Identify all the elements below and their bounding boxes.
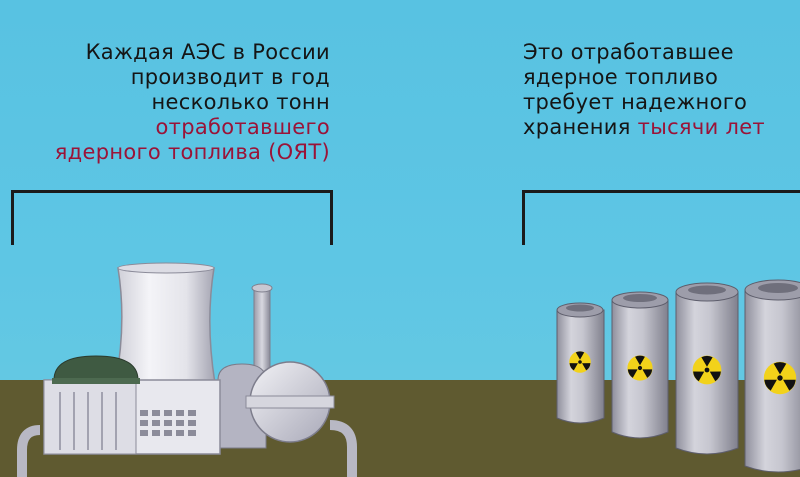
pipe-left — [17, 425, 41, 477]
chimney — [253, 287, 271, 379]
right-caption-line-4: хранения тысячи лет — [523, 115, 765, 140]
hall-wing — [43, 379, 137, 455]
dome-base — [52, 378, 140, 384]
right-caption-line-2: ядерное топливо — [523, 65, 719, 89]
nuclear-power-plant-icon — [17, 262, 357, 477]
sphere-band — [245, 395, 335, 409]
left-caption-line-2: производит в год — [130, 65, 330, 89]
left-caption: Каждая АЭС в России производит в год нес… — [55, 40, 330, 165]
pipe-right — [329, 420, 357, 477]
right-caption-line-4-highlight: тысячи лет — [637, 115, 765, 139]
hall-vertical-stripes — [59, 392, 117, 450]
left-caption-line-1: Каждая АЭС в России — [85, 40, 330, 64]
left-caption-line-3: несколько тонн — [151, 90, 330, 114]
barrel-2 — [611, 291, 669, 439]
barrel-4 — [744, 279, 800, 473]
left-caption-line-5: ядерного топлива (ОЯТ) — [54, 140, 330, 164]
left-caption-line-4: отработавшего — [155, 115, 330, 139]
right-caption-line-3: требует надежного — [523, 90, 748, 114]
barrel-1 — [556, 302, 605, 424]
left-bracket — [11, 190, 333, 245]
right-caption-line-4-prefix: хранения — [523, 115, 631, 139]
chimney-top — [251, 283, 273, 293]
window-grid — [140, 410, 196, 436]
right-caption: Это отработавшее ядерное топливо требует… — [523, 40, 765, 140]
right-bracket — [522, 190, 800, 245]
right-caption-line-1: Это отработавшее — [523, 40, 734, 64]
cooling-tower-rim — [117, 262, 215, 274]
barrel-3 — [675, 282, 739, 455]
radioactive-barrel-icon — [556, 279, 800, 473]
hall-dome — [53, 355, 139, 381]
